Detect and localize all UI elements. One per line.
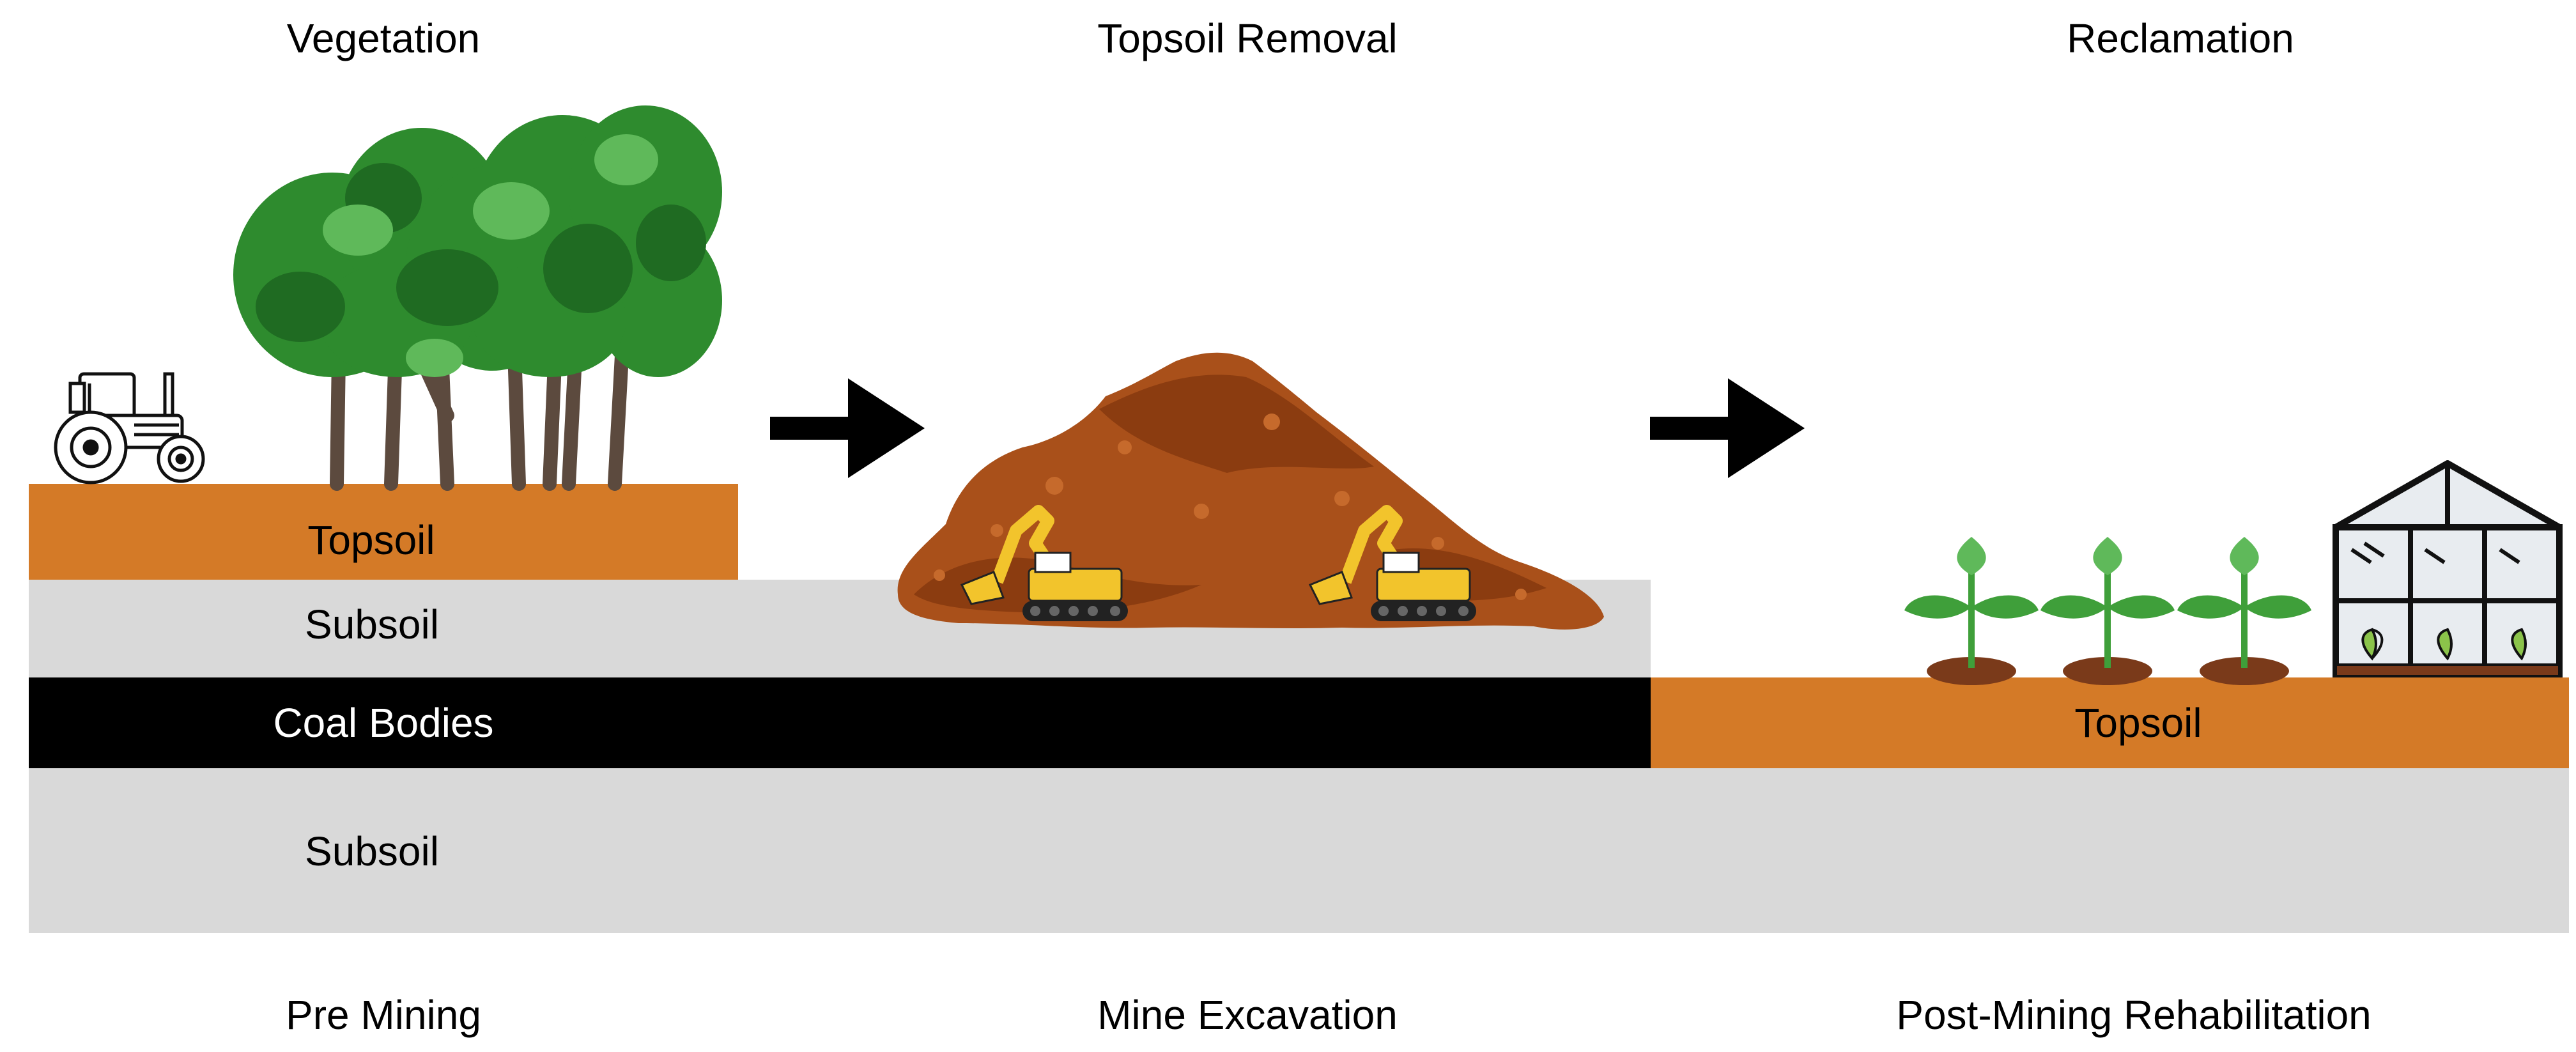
excavator-icon	[960, 505, 1128, 621]
vegetation-label: Vegetation	[286, 15, 481, 61]
topsoil-right-label: Topsoil	[2074, 700, 2202, 746]
subsoil-upper-label: Subsoil	[305, 601, 439, 647]
subsoil-lower-label: Subsoil	[305, 828, 439, 874]
pre-mining-label: Pre Mining	[286, 992, 481, 1038]
arrow-right-icon	[770, 378, 925, 478]
soil-pile-icon	[897, 352, 1604, 630]
post-mining-rehabilitation-label: Post-Mining Rehabilitation	[1896, 992, 2372, 1038]
tree-icon	[233, 105, 722, 491]
coal-bodies-label: Coal Bodies	[273, 700, 494, 746]
seedling-icon	[2040, 537, 2175, 685]
arrow-right-icon	[1650, 378, 1805, 478]
mine-excavation-label: Mine Excavation	[1097, 992, 1398, 1038]
topsoil-removal-label: Topsoil Removal	[1097, 15, 1398, 61]
greenhouse-icon	[2333, 460, 2563, 677]
coal-bodies-layer	[29, 677, 1651, 768]
seedling-icon	[1904, 537, 2039, 685]
reclamation-label: Reclamation	[2067, 15, 2294, 61]
topsoil-layer-right	[1651, 677, 2569, 768]
tractor-icon	[54, 372, 205, 484]
topsoil-layer-left	[29, 484, 738, 580]
subsoil-layer-lower	[29, 768, 2569, 933]
topsoil-left-label: Topsoil	[307, 517, 435, 563]
seedling-icon	[2177, 537, 2311, 685]
excavator-icon	[1308, 505, 1476, 621]
